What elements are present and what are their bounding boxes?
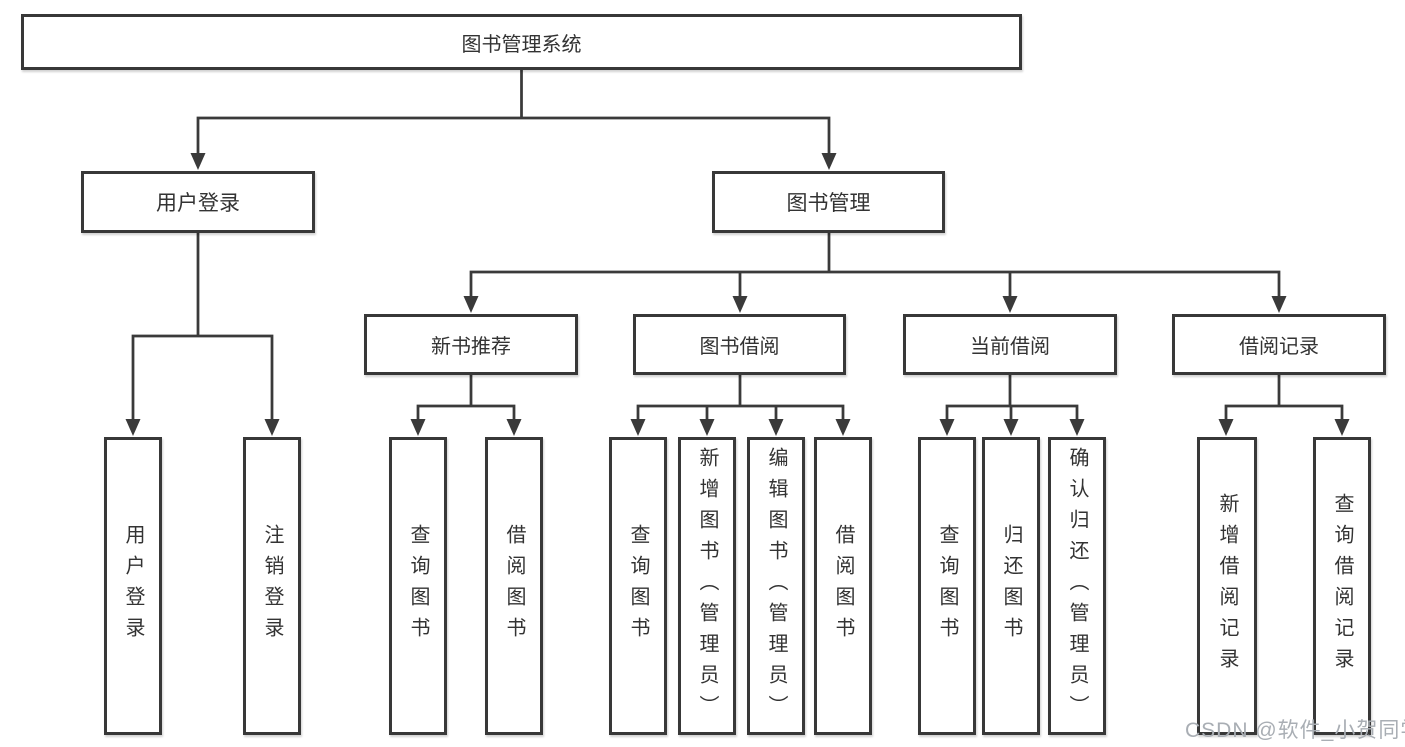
node-borrow-records: 借阅记录 <box>1172 314 1386 375</box>
edge-user-login-children <box>125 233 280 436</box>
node-book-management: 图书管理 <box>712 171 945 233</box>
csdn-watermark: CSDN @软件_小贺同学 <box>1185 719 1405 742</box>
leaf-return-books: 归还图书 <box>982 437 1040 735</box>
leaf-user-login: 用户登录 <box>104 437 162 735</box>
node-library-system: 图书管理系统 <box>21 14 1022 70</box>
node-current-borrow-label: 当前借阅 <box>970 336 1050 358</box>
leaf-borrow-books-recommend: 借阅图书 <box>485 437 543 735</box>
leaf-query-books-borrow-label: 查询图书 <box>627 524 649 648</box>
leaf-query-books-borrow: 查询图书 <box>609 437 667 735</box>
leaf-query-books-recommend: 查询图书 <box>389 437 447 735</box>
leaf-logout-label: 注销登录 <box>261 524 283 648</box>
leaf-query-borrow-record: 查询借阅记录 <box>1313 437 1371 735</box>
leaf-query-books-current: 查询图书 <box>918 437 976 735</box>
leaf-add-book-admin: 新增图书（管理员） <box>678 437 736 735</box>
leaf-logout: 注销登录 <box>243 437 301 735</box>
edge-root-to-level2 <box>190 70 837 170</box>
leaf-edit-book-admin-label: 编辑图书（管理员） <box>765 446 787 726</box>
node-user-login: 用户登录 <box>81 171 315 233</box>
leaf-user-login-label: 用户登录 <box>122 524 144 648</box>
leaf-borrow-books-recommend-label: 借阅图书 <box>503 524 525 648</box>
edge-book-borrow-children <box>630 375 851 436</box>
edge-book-management-children <box>463 233 1287 313</box>
edge-borrow-records-children <box>1218 375 1350 436</box>
leaf-add-book-admin-label: 新增图书（管理员） <box>696 446 718 726</box>
leaf-return-books-label: 归还图书 <box>1000 524 1022 648</box>
node-user-login-label: 用户登录 <box>156 192 240 215</box>
leaf-add-borrow-record: 新增借阅记录 <box>1197 437 1257 735</box>
leaf-confirm-return-admin: 确认归还（管理员） <box>1048 437 1106 735</box>
leaf-borrow-books-label: 借阅图书 <box>832 524 854 648</box>
edge-new-book-children <box>410 375 522 436</box>
leaf-add-borrow-record-label: 新增借阅记录 <box>1216 493 1238 679</box>
edge-current-borrow-children <box>939 375 1085 436</box>
leaf-query-books-recommend-label: 查询图书 <box>407 524 429 648</box>
leaf-query-borrow-record-label: 查询借阅记录 <box>1331 493 1353 679</box>
leaf-confirm-return-admin-label: 确认归还（管理员） <box>1066 446 1088 726</box>
node-book-borrow: 图书借阅 <box>633 314 846 375</box>
leaf-borrow-books: 借阅图书 <box>814 437 872 735</box>
node-current-borrow: 当前借阅 <box>903 314 1117 375</box>
leaf-query-books-current-label: 查询图书 <box>936 524 958 648</box>
node-library-system-label: 图书管理系统 <box>461 33 582 56</box>
node-borrow-records-label: 借阅记录 <box>1239 336 1319 358</box>
leaf-edit-book-admin: 编辑图书（管理员） <box>747 437 805 735</box>
node-book-management-label: 图书管理 <box>786 192 871 215</box>
node-new-book-recommend: 新书推荐 <box>364 314 578 375</box>
node-book-borrow-label: 图书借阅 <box>699 336 780 358</box>
node-new-book-recommend-label: 新书推荐 <box>431 336 511 358</box>
